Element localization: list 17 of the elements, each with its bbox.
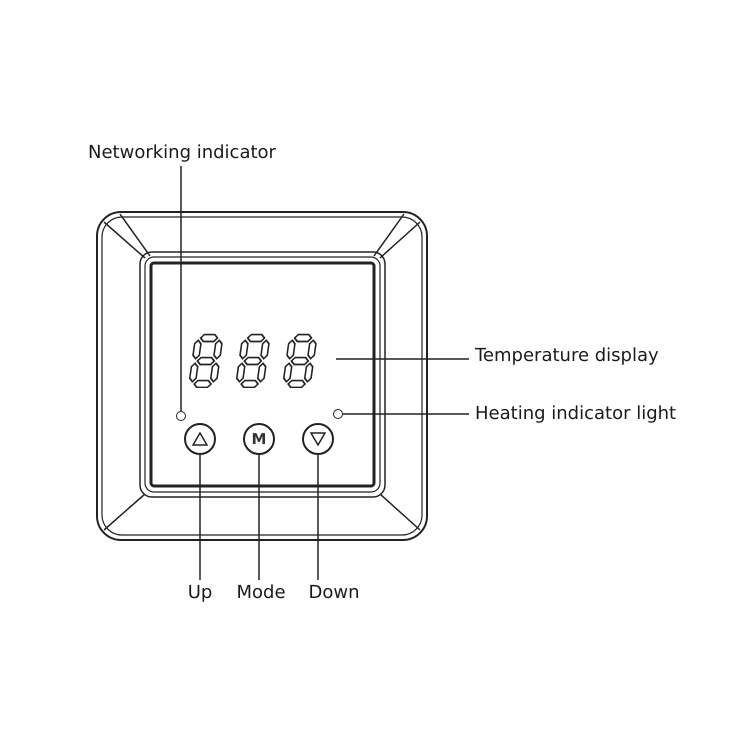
indicator-light bbox=[333, 409, 343, 419]
leader-line bbox=[199, 455, 201, 580]
leader-line bbox=[317, 455, 319, 580]
leader-line bbox=[343, 413, 469, 415]
mode-button: M bbox=[243, 423, 275, 455]
callout-label: Mode bbox=[230, 580, 292, 606]
indicator-light bbox=[176, 411, 186, 421]
arrow-button bbox=[302, 423, 334, 455]
callout-label: Temperature display bbox=[475, 343, 675, 369]
arrow-button bbox=[184, 423, 216, 455]
callout-label: Up bbox=[183, 580, 217, 606]
callout-label: Heating indicator light bbox=[475, 401, 705, 427]
leader-line bbox=[336, 358, 469, 360]
callout-label: Networking indicator bbox=[88, 140, 298, 166]
callout-label: Down bbox=[302, 580, 366, 606]
leader-line bbox=[180, 166, 182, 411]
leader-line bbox=[258, 455, 260, 580]
